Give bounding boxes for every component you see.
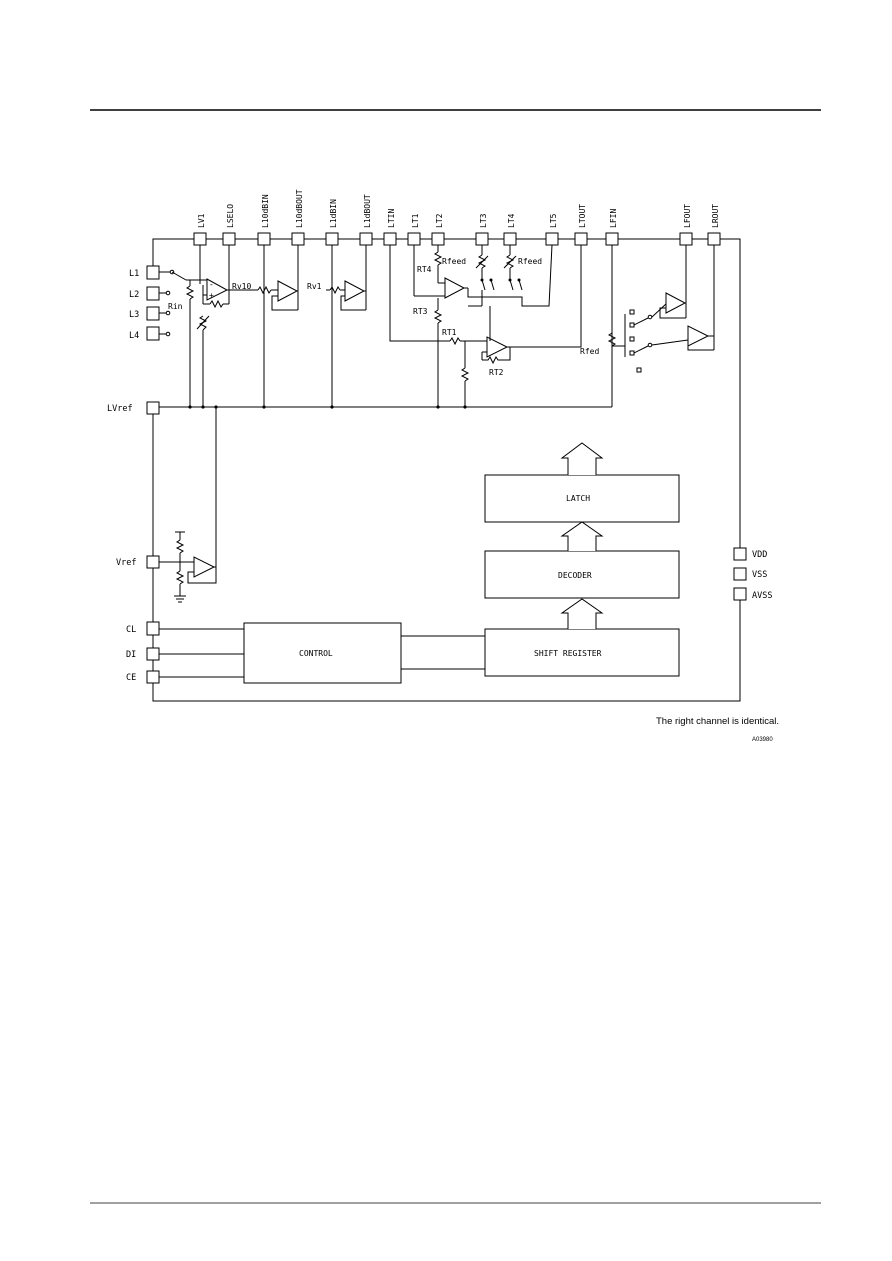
pin-vref (146, 555, 160, 569)
pin-lfout: LFOUT (679, 204, 693, 246)
control-logic: CONTROL SHIFT REGISTER DECODER LATCH (159, 442, 680, 684)
pin-l10dbout-label: L10dBOUT (295, 189, 304, 228)
pin-di-label: DI (126, 650, 136, 660)
svg-text:-: - (209, 280, 214, 289)
lv1-amp: - + (199, 245, 230, 309)
pin-l1dbout: L1dBOUT (359, 194, 373, 246)
shift-register-label: SHIFT REGISTER (534, 649, 602, 658)
pin-lt2-label: LT2 (435, 213, 444, 228)
pin-ltin: LTIN (383, 209, 397, 246)
pin-vss-label: VSS (752, 570, 767, 580)
rfed-label: Rfed (580, 347, 599, 356)
pin-cl (146, 621, 160, 636)
pin-ce-label: CE (126, 673, 136, 683)
pin-vdd (733, 547, 747, 561)
arrow-sr-to-decoder (560, 598, 604, 629)
pin-ltout-label: LTOUT (578, 204, 587, 228)
decoder-label: DECODER (558, 571, 592, 580)
pin-vref-label: Vref (116, 558, 136, 568)
rin-label: Rin (168, 302, 183, 311)
pin-l1 (146, 265, 160, 280)
rt1-label: RT1 (442, 328, 457, 337)
pin-l3-label: L3 (129, 310, 139, 320)
output-section: Rfed (580, 245, 715, 407)
rfeed-lt4-label: Rfeed (518, 257, 542, 266)
pin-ltout: LTOUT (574, 204, 588, 246)
tone-section: RT4 RT3 RT1 RT2 Rfeed Rfeed (389, 244, 582, 407)
pin-lvref (146, 401, 160, 415)
pin-lt1-label: LT1 (411, 213, 420, 228)
input-selector: Rin (159, 269, 210, 407)
pin-l10dbout: L10dBOUT (291, 189, 305, 246)
pin-lt5-label: LT5 (549, 213, 558, 228)
latch-label: LATCH (566, 494, 590, 503)
pin-avss (733, 587, 747, 601)
pin-vdd-label: VDD (752, 550, 767, 560)
pin-l1-label: L1 (129, 269, 139, 279)
lvref-bus (159, 405, 612, 567)
pin-lvref-label: LVref (107, 404, 133, 414)
pin-ltin-label: LTIN (387, 209, 396, 228)
rv10-stage: Rv10 (229, 245, 299, 407)
pin-lt4: LT4 (503, 213, 517, 246)
pin-lselo: LSELO (222, 204, 236, 246)
pin-avss-label: AVSS (752, 591, 772, 601)
rt2-label: RT2 (489, 368, 504, 377)
right-channel-note: The right channel is identical. (656, 716, 779, 727)
pin-l1dbin: L1dBIN (325, 199, 339, 246)
pin-l3 (146, 306, 160, 321)
pin-lt1: LT1 (407, 213, 421, 246)
pin-vss (733, 567, 747, 581)
figure-code: A03980 (752, 737, 773, 743)
pin-lfin-label: LFIN (609, 209, 618, 228)
rt4-label: RT4 (417, 265, 432, 274)
pin-l10dbin: L10dBIN (257, 194, 271, 246)
arrow-decoder-to-latch (560, 521, 604, 551)
pin-lfout-label: LFOUT (683, 204, 692, 228)
pin-l10dbin-label: L10dBIN (261, 194, 270, 228)
pin-lrout: LROUT (707, 204, 721, 246)
pin-lt2: LT2 (431, 213, 445, 246)
rv1-stage: Rv1 (307, 245, 367, 407)
pin-l4 (146, 326, 160, 341)
pin-lt5: LT5 (545, 213, 559, 246)
latch-block (484, 474, 680, 523)
left-pins: L1 L2 L3 L4 LVref Vref CL DI CE (107, 265, 160, 684)
pin-lv1: LV1 (193, 213, 207, 246)
svg-text:+: + (209, 291, 214, 300)
pin-lt3: LT3 (475, 213, 489, 246)
pin-l4-label: L4 (129, 331, 139, 341)
pin-ce (146, 670, 160, 684)
top-pins: LV1 LSELO L10dBIN L10dBOUT L1dBIN L1dBOU… (193, 189, 721, 246)
pin-lrout-label: LROUT (711, 204, 720, 228)
control-block (243, 622, 402, 684)
pin-l2 (146, 286, 160, 301)
supply-pins: VDD VSS AVSS (733, 547, 772, 601)
arrow-latch-to-switches (560, 442, 604, 475)
pin-lt3-label: LT3 (479, 213, 488, 228)
pin-di (146, 647, 160, 661)
rt3-label: RT3 (413, 307, 428, 316)
rfeed-lt3-label: Rfeed (442, 257, 466, 266)
shift-register-block (484, 628, 680, 677)
pin-l1dbout-label: L1dBOUT (363, 194, 372, 228)
pin-lt4-label: LT4 (507, 213, 516, 228)
pin-lv1-label: LV1 (197, 213, 206, 228)
decoder-block (484, 550, 680, 599)
pin-cl-label: CL (126, 625, 136, 635)
control-label: CONTROL (299, 649, 333, 658)
rv1-label: Rv1 (307, 282, 322, 291)
pin-lfin: LFIN (605, 209, 619, 246)
pin-l1dbin-label: L1dBIN (329, 199, 338, 228)
rv10-label: Rv10 (232, 282, 251, 291)
vref-buffer (159, 531, 217, 603)
pin-l2-label: L2 (129, 290, 139, 300)
frame-wires (152, 238, 741, 702)
pin-lselo-label: LSELO (226, 204, 235, 228)
